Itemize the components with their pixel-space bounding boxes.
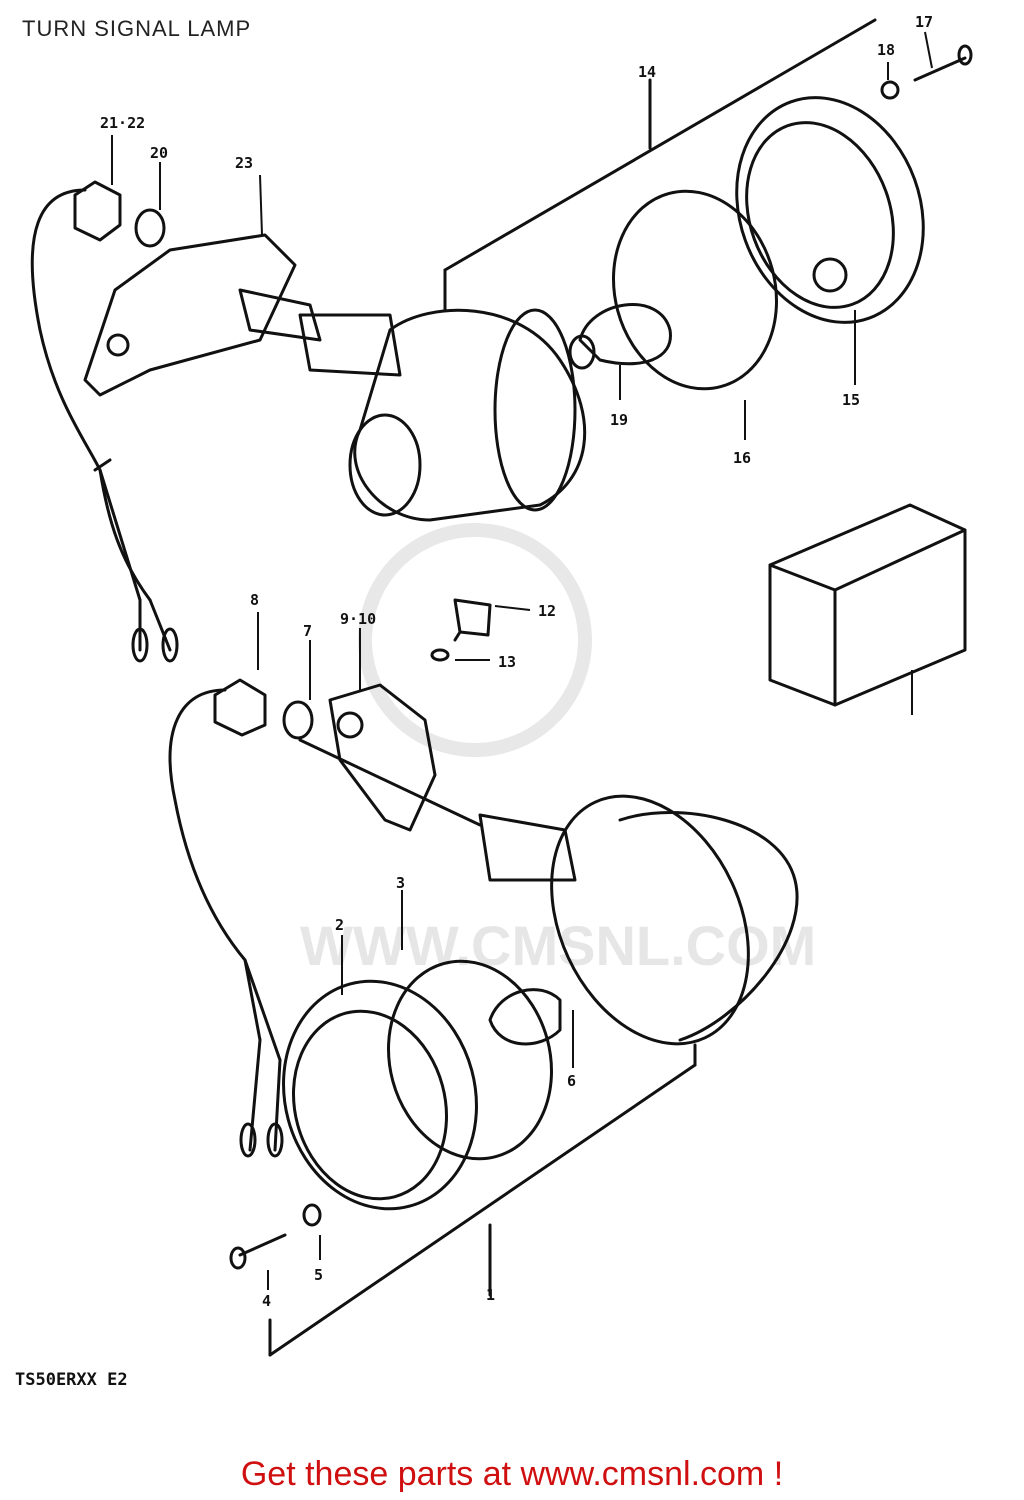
callout-15: 16 [733, 449, 751, 467]
callout-6: 6 [567, 1072, 576, 1090]
footer-link-text[interactable]: Get these parts at www.cmsnl.com ! [240, 1455, 784, 1493]
relay-23 [768, 503, 967, 707]
callout-labels: 21·22 20 23 14 18 17 19 16 15 12 13 8 7 … [100, 13, 933, 1310]
callout-19: 20 [150, 144, 168, 162]
callout-20: 21·22 [100, 114, 145, 132]
model-code: TS50ERXX E2 [15, 1370, 128, 1390]
callout-13: 14 [638, 63, 656, 81]
callout-4: 4 [262, 1292, 271, 1310]
callout-1: 1 [486, 1286, 495, 1304]
callout-12: 13 [498, 653, 516, 671]
lower-lamp-assembly [168, 678, 799, 1357]
page-title: TURN SIGNAL LAMP [22, 16, 252, 41]
callout-11: 12 [538, 602, 556, 620]
callout-17: 18 [877, 41, 895, 59]
parts-diagram: WWW.CMSNL.COM [15, 13, 973, 1390]
watermark-text: WWW.CMSNL.COM [300, 914, 816, 977]
leader-lines [111, 31, 933, 1290]
callout-9-10: 9·10 [340, 610, 376, 628]
callout-14: 15 [842, 391, 860, 409]
callout-5: 5 [314, 1266, 323, 1284]
upper-lamp-assembly [30, 18, 973, 663]
callout-7: 7 [303, 622, 312, 640]
callout-18: 19 [610, 411, 628, 429]
callout-16: 17 [915, 13, 933, 31]
callout-2: 2 [335, 916, 344, 934]
callout-8: 8 [250, 591, 259, 609]
callout-21-22: 23 [235, 154, 253, 172]
callout-3: 3 [396, 874, 405, 892]
screw-11-clip-12 [430, 598, 492, 662]
watermark: WWW.CMSNL.COM [300, 523, 816, 977]
